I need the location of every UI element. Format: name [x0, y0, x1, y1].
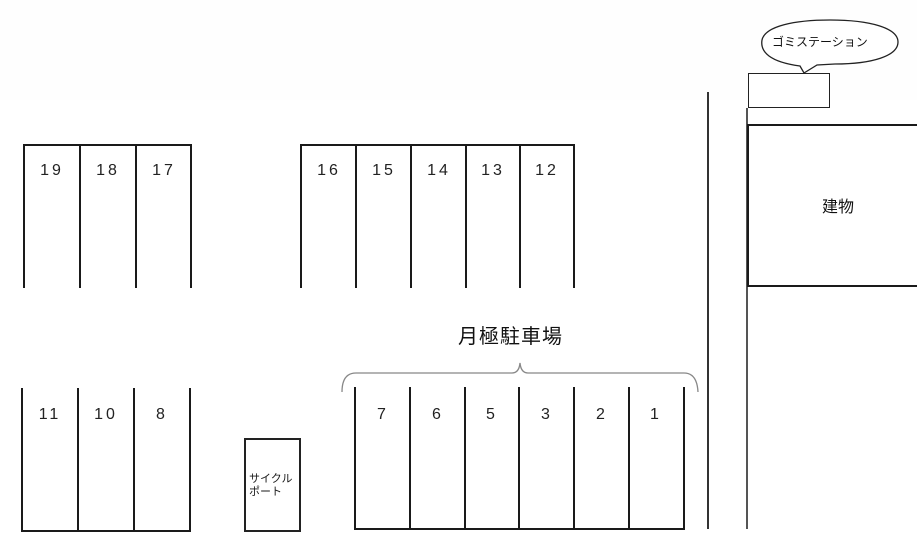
- parking-space-15: 15: [372, 162, 396, 179]
- divider: [79, 144, 81, 288]
- divider: [519, 144, 521, 288]
- parking-space-18: 18: [96, 162, 120, 179]
- garbage-station-label: ゴミステーション: [772, 35, 868, 49]
- divider: [135, 144, 137, 288]
- divider: [573, 144, 575, 288]
- divider: [133, 388, 135, 532]
- divider: [189, 388, 191, 532]
- divider: [409, 387, 411, 530]
- parking-space-5: 5: [486, 406, 498, 423]
- building-top-edge: [747, 124, 917, 126]
- divider: [573, 387, 575, 530]
- divider: [355, 144, 357, 288]
- divider: [300, 144, 302, 288]
- parking-space-19: 19: [40, 162, 64, 179]
- monthly-parking-title: 月極駐車場: [458, 324, 563, 348]
- parking-space-11: 11: [38, 406, 62, 423]
- parking-space-2: 2: [596, 406, 608, 423]
- divider: [518, 387, 520, 530]
- block-top-edge: [300, 144, 575, 146]
- parking-space-14: 14: [427, 162, 451, 179]
- divider: [683, 387, 685, 530]
- parking-space-8: 8: [156, 406, 168, 423]
- divider: [410, 144, 412, 288]
- parking-space-13: 13: [481, 162, 505, 179]
- cycle-port-label-line1: サイクル: [249, 472, 293, 485]
- parking-space-6: 6: [432, 406, 444, 423]
- divider: [21, 388, 23, 532]
- building-left-edge: [747, 124, 749, 287]
- parking-space-1: 1: [650, 406, 662, 423]
- divider: [628, 387, 630, 530]
- parking-space-7: 7: [377, 406, 389, 423]
- building-label: 建物: [822, 197, 855, 216]
- block-bottom-edge: [21, 530, 191, 532]
- garbage-station-box: [748, 73, 830, 108]
- property-boundary-line: [746, 108, 748, 529]
- road-boundary-line: [707, 92, 709, 529]
- divider: [23, 144, 25, 288]
- parking-space-17: 17: [152, 162, 176, 179]
- divider: [354, 387, 356, 530]
- building-bottom-edge: [747, 285, 917, 287]
- parking-space-3: 3: [541, 406, 553, 423]
- parking-space-10: 10: [94, 406, 118, 423]
- divider: [464, 387, 466, 530]
- parking-space-16: 16: [317, 162, 341, 179]
- divider: [465, 144, 467, 288]
- cycle-port: サイクル ポート: [244, 438, 301, 532]
- cycle-port-label-line2: ポート: [249, 485, 282, 498]
- parking-space-12: 12: [535, 162, 559, 179]
- block-top-edge: [23, 144, 192, 146]
- divider: [77, 388, 79, 532]
- divider: [190, 144, 192, 288]
